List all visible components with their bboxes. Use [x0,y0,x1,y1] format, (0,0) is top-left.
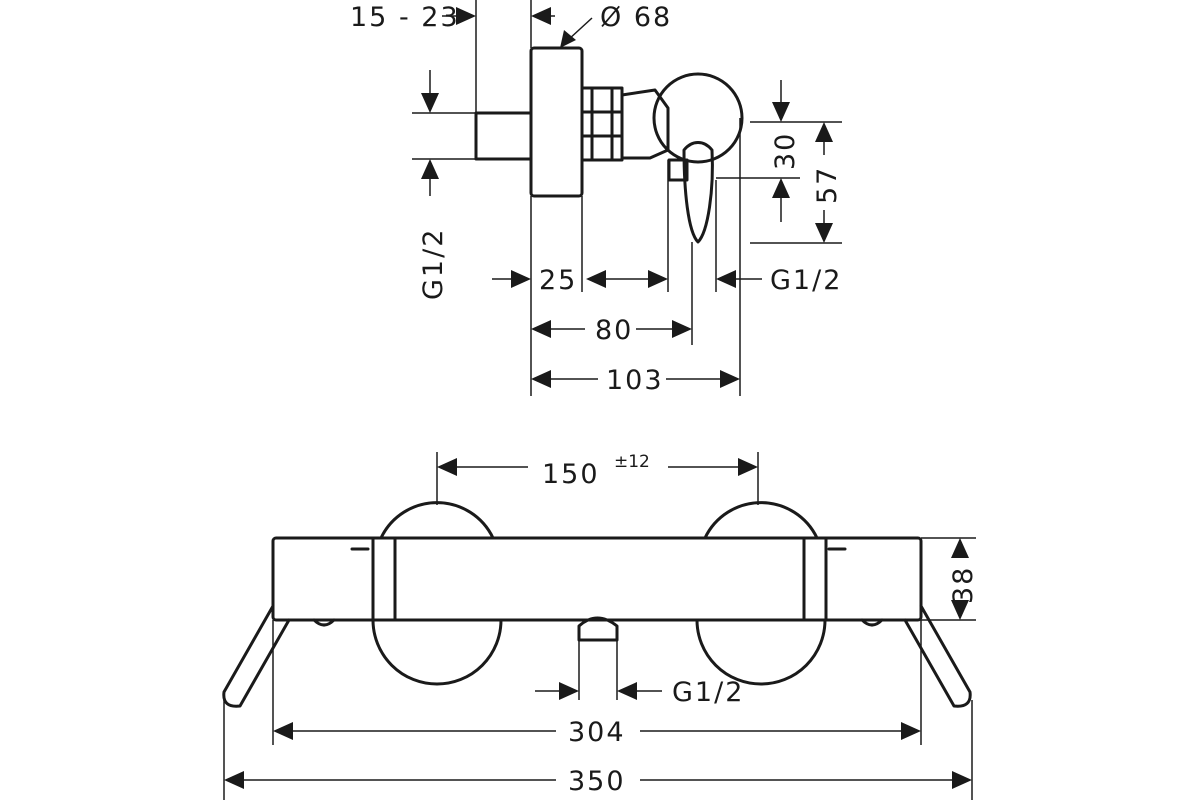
dim-350: 350 [568,766,626,797]
inlet-pipe [474,111,533,161]
handle-knob [652,72,744,164]
side-view: 15 - 23 Ø 68 G1/2 25 G1/2 80 103 [350,0,843,396]
rosette-right-top [703,501,819,540]
dim-inlet-thread: G1/2 [418,228,449,300]
foot-right [860,618,884,627]
dim-height: 38 [948,566,979,604]
rosette-left-bottom [371,618,503,686]
rosette-right-bottom [695,618,827,686]
bottom-outlet [577,616,619,642]
valve-body [620,88,670,160]
dim-103: 103 [606,365,664,396]
dim-inlet-offset: 15 - 23 [350,2,460,33]
handle-left [222,604,291,708]
dim-diameter: Ø 68 [600,2,672,33]
handle-right [903,604,972,708]
front-view: 150 ±12 38 G1/2 304 350 [222,452,979,800]
dim-tolerance: ±12 [614,452,650,472]
dim-30: 30 [770,132,801,170]
dim-25: 25 [539,265,577,296]
wall-rosette [529,46,584,198]
dim-centers: 150 [542,459,600,490]
foot-left [312,618,336,627]
lever-hinge [667,158,689,182]
rosette-left-top [379,501,495,540]
thermostat-body [271,536,923,622]
hex-nut [580,86,624,162]
dim-57: 57 [812,166,843,204]
dim-outlet-thread: G1/2 [770,265,842,296]
dim-80: 80 [595,315,633,346]
dim-304: 304 [568,717,626,748]
lever-handle [682,141,714,244]
dim-outlet-thread-front: G1/2 [672,677,744,708]
